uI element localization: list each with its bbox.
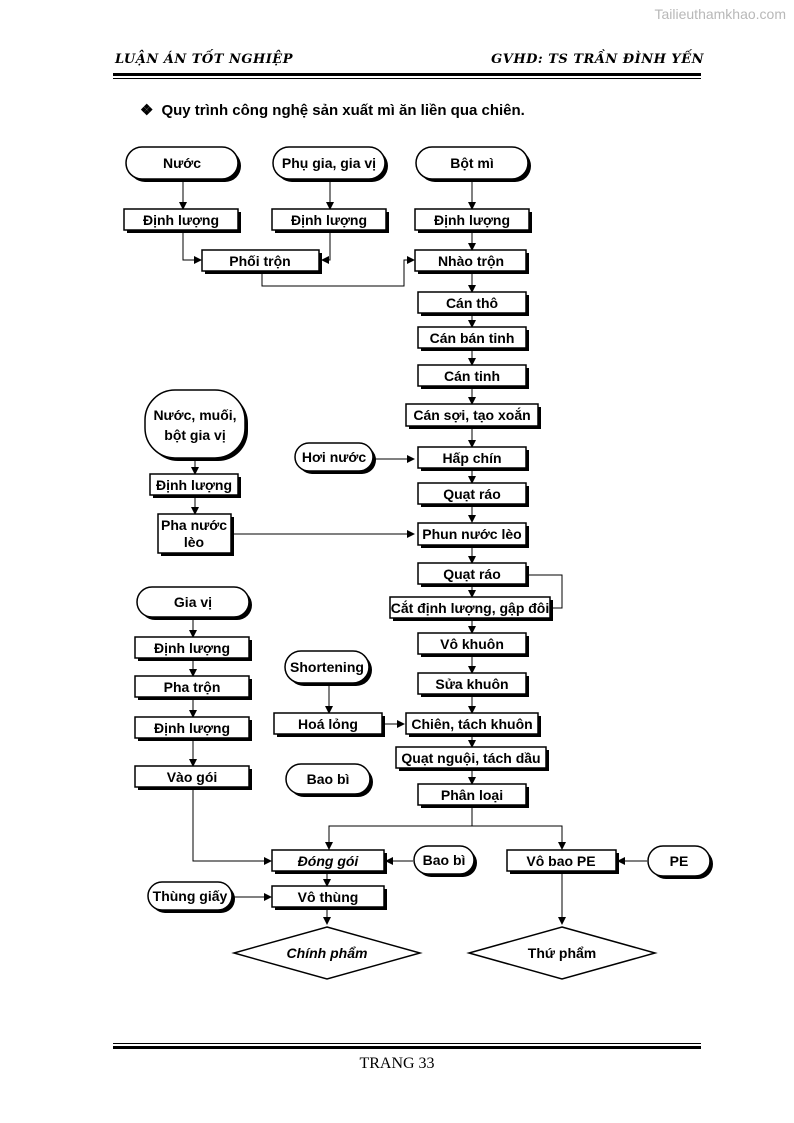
node-pha-tron: Pha trộn	[134, 675, 252, 700]
header-rule-thin	[113, 78, 701, 79]
node-bot-mi: Bột mì	[415, 146, 531, 182]
node-vo-khuon: Vô khuôn	[417, 632, 529, 657]
node-dinh-luong-5: Định lượng	[134, 636, 252, 661]
node-dinh-luong-4: Định lượng	[149, 473, 241, 498]
node-dong-goi-label: Đóng gói	[298, 853, 360, 869]
node-vao-goi-label: Vào gói	[167, 769, 218, 785]
node-phu-gia-label: Phụ gia, gia vị	[282, 155, 376, 171]
node-sua-khuon-label: Sửa khuôn	[435, 676, 508, 692]
node-bao-bi-1: Bao bì	[285, 763, 373, 797]
node-can-soi: Cán sợi, tạo xoắn	[405, 403, 541, 429]
node-dinh-luong-3-label: Định lượng	[434, 212, 510, 228]
node-vo-thung: Vô thùng	[271, 885, 387, 910]
node-can-soi-label: Cán sợi, tạo xoắn	[413, 406, 530, 423]
node-can-tinh: Cán tinh	[417, 364, 529, 389]
node-thung-giay-label: Thùng giấy	[153, 888, 228, 904]
node-dinh-luong-3: Định lượng	[414, 208, 532, 233]
node-vo-khuon-label: Vô khuôn	[440, 636, 504, 652]
node-quat-rao-2: Quạt ráo	[417, 562, 529, 587]
node-pe: PE	[647, 845, 713, 879]
node-gia-vi-label: Gia vị	[174, 594, 212, 610]
node-nuoc-muoi: Nước, muối, bột gia vị	[144, 389, 248, 461]
node-thu-pham-label: Thứ phẩm	[528, 945, 596, 961]
node-thung-giay: Thùng giấy	[147, 881, 235, 913]
node-gia-vi: Gia vị	[136, 586, 252, 620]
node-phoi-tron-label: Phối trộn	[229, 253, 290, 269]
node-cat-dinh-luong-label: Cắt định lượng, gập đôi	[391, 599, 550, 616]
node-pha-nuoc-leo-label-2: lèo	[184, 534, 204, 550]
connectors	[179, 179, 647, 925]
node-nhao-tron-label: Nhào trộn	[438, 253, 504, 269]
node-dong-goi: Đóng gói	[271, 849, 387, 874]
node-nhao-tron: Nhào trộn	[414, 249, 529, 274]
node-quat-nguoi-label: Quạt nguội, tách dầu	[401, 750, 540, 766]
node-bao-bi-2: Bao bì	[413, 845, 477, 877]
node-phun-nuoc-leo-label: Phun nước lèo	[422, 526, 521, 542]
node-vo-thung-label: Vô thùng	[298, 889, 359, 905]
node-hap-chin-label: Hấp chín	[442, 450, 501, 466]
node-bao-bi-2-label: Bao bì	[423, 852, 466, 868]
node-phu-gia: Phụ gia, gia vị	[272, 146, 388, 182]
node-dinh-luong-1-label: Định lượng	[143, 212, 219, 228]
node-shortening: Shortening	[284, 650, 372, 686]
node-thu-pham: Thứ phẩm	[466, 926, 658, 980]
node-dinh-luong-6: Định lượng	[134, 716, 252, 741]
node-can-ban-tinh-label: Cán bán tinh	[430, 330, 515, 346]
node-quat-rao-1-label: Quạt ráo	[443, 486, 501, 502]
watermark: Tailieuthamkhao.com	[654, 6, 786, 22]
diamond-bullet-icon: ❖	[140, 102, 154, 119]
node-nuoc-label: Nước	[163, 155, 201, 171]
node-can-tho-label: Cán thô	[446, 295, 498, 311]
footer-rule	[113, 1046, 701, 1049]
node-chien-tach-khuon-label: Chiên, tách khuôn	[411, 716, 532, 732]
node-quat-rao-1: Quạt ráo	[417, 482, 529, 507]
page-number: TRANG 33	[359, 1055, 435, 1072]
node-phoi-tron: Phối trộn	[201, 249, 322, 274]
node-quat-rao-2-label: Quạt ráo	[443, 566, 501, 582]
node-phun-nuoc-leo: Phun nước lèo	[417, 522, 529, 548]
header-rule	[113, 73, 701, 76]
node-chinh-pham: Chính phẩm	[231, 926, 423, 980]
node-pha-tron-label: Pha trộn	[164, 679, 221, 695]
node-phan-loai: Phân loại	[417, 783, 529, 808]
node-vo-bao-pe: Vô bao PE	[506, 849, 619, 874]
node-bot-mi-label: Bột mì	[450, 155, 494, 171]
node-nuoc-muoi-label-2: bột gia vị	[164, 427, 225, 443]
node-chinh-pham-label: Chính phẩm	[287, 945, 368, 961]
node-hoi-nuoc: Hơi nước	[294, 442, 376, 474]
node-nuoc: Nước	[125, 146, 241, 182]
node-pe-label: PE	[670, 853, 689, 869]
node-sua-khuon: Sửa khuôn	[417, 672, 529, 697]
node-pha-nuoc-leo: Pha nước lèo	[157, 513, 234, 556]
node-dinh-luong-6-label: Định lượng	[154, 720, 230, 736]
node-chien-tach-khuon: Chiên, tách khuôn	[405, 712, 541, 737]
node-cat-dinh-luong: Cắt định lượng, gập đôi	[389, 596, 553, 621]
header-left: LUẬN ÁN TỐT NGHIỆP	[115, 52, 293, 67]
node-dinh-luong-2: Định lượng	[271, 208, 389, 233]
node-dinh-luong-1: Định lượng	[123, 208, 241, 233]
node-dinh-luong-2-label: Định lượng	[291, 212, 367, 228]
node-vao-goi: Vào gói	[134, 765, 252, 790]
node-can-tho: Cán thô	[417, 291, 529, 316]
node-nuoc-muoi-label-1: Nước, muối,	[153, 407, 236, 423]
header-right: GVHD: TS TRẦN ĐÌNH YẾN	[491, 52, 704, 67]
footer-rule-thin	[113, 1043, 701, 1044]
node-can-tinh-label: Cán tinh	[444, 368, 500, 384]
node-bao-bi-1-label: Bao bì	[307, 771, 350, 787]
node-shortening-label: Shortening	[290, 659, 364, 675]
node-dinh-luong-4-label: Định lượng	[156, 477, 232, 493]
node-pha-nuoc-leo-label-1: Pha nước	[161, 517, 227, 533]
node-hap-chin: Hấp chín	[417, 446, 529, 471]
section-title: ❖ Quy trình công nghệ sản xuất mì ăn liền…	[140, 101, 525, 119]
node-phan-loai-label: Phân loại	[441, 787, 503, 803]
node-can-ban-tinh: Cán bán tinh	[417, 326, 529, 351]
node-dinh-luong-5-label: Định lượng	[154, 640, 230, 656]
node-hoa-long-label: Hoá lỏng	[298, 716, 358, 732]
node-hoi-nuoc-label: Hơi nước	[302, 449, 366, 465]
node-hoa-long: Hoá lỏng	[273, 712, 385, 737]
node-vo-bao-pe-label: Vô bao PE	[526, 853, 595, 869]
section-title-text: Quy trình công nghệ sản xuất mì ăn liền …	[161, 102, 525, 119]
node-quat-nguoi: Quạt nguội, tách dầu	[395, 746, 549, 771]
